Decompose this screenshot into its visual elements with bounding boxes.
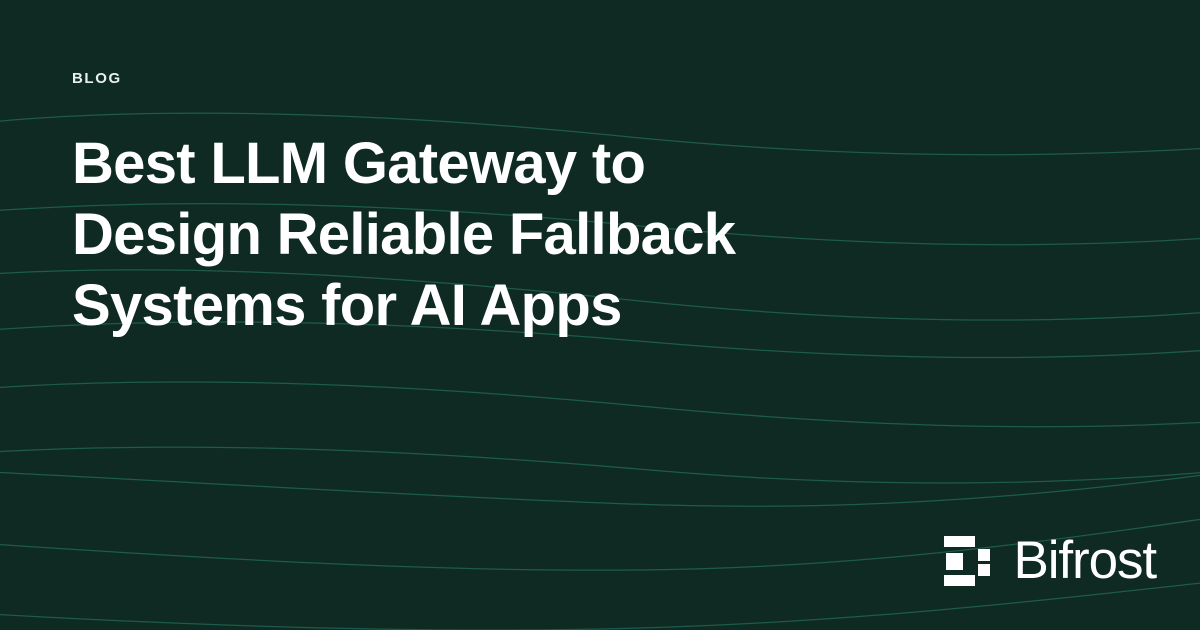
eyebrow-label: BLOG — [72, 70, 122, 87]
brand-name: Bifrost — [1013, 531, 1157, 590]
brand-lockup: Bifrost — [944, 531, 1157, 590]
bifrost-blocks-icon — [944, 535, 991, 586]
page-title: Best LLM Gateway to Design Reliable Fall… — [72, 131, 736, 338]
